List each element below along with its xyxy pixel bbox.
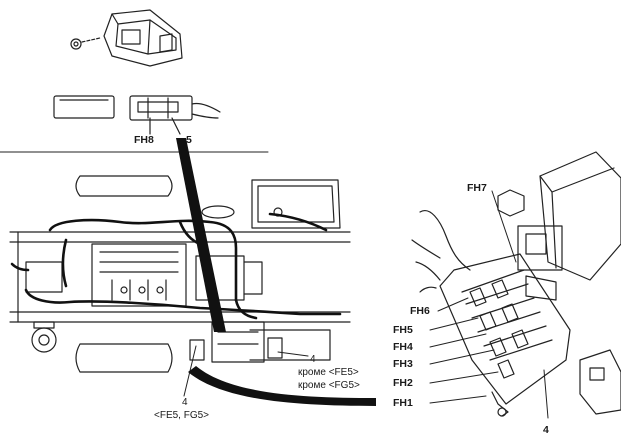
label-5: 5 xyxy=(186,134,192,146)
label-4-left: 4 xyxy=(182,397,188,408)
label-4-relay: 4 xyxy=(310,354,316,365)
callout-arrows xyxy=(176,138,376,406)
wiring-harness xyxy=(10,212,342,320)
label-4-fuse-panel: 4 xyxy=(543,424,549,436)
label-krome-fg5: кроме <FG5> xyxy=(298,380,360,391)
fuse-panel-illustration xyxy=(411,151,621,417)
fuse-block-illustration xyxy=(53,95,221,135)
label-fh6: FH6 xyxy=(410,305,430,317)
fuse-leader-lines xyxy=(429,190,549,419)
label-fh4: FH4 xyxy=(393,341,413,353)
label-fh5: FH5 xyxy=(393,324,413,336)
label-fh2: FH2 xyxy=(393,377,413,389)
label-fh1: FH1 xyxy=(393,397,413,409)
label-krome-fe5: кроме <FE5> xyxy=(298,367,359,378)
label-fe5-fg5: <FE5, FG5> xyxy=(154,410,210,421)
label-fh7: FH7 xyxy=(467,182,487,194)
vehicle-chassis-illustration xyxy=(9,175,351,373)
label-fh3: FH3 xyxy=(393,358,413,370)
fuse-holder-bracket-illustration xyxy=(70,9,183,67)
label-fh8: FH8 xyxy=(134,134,154,146)
